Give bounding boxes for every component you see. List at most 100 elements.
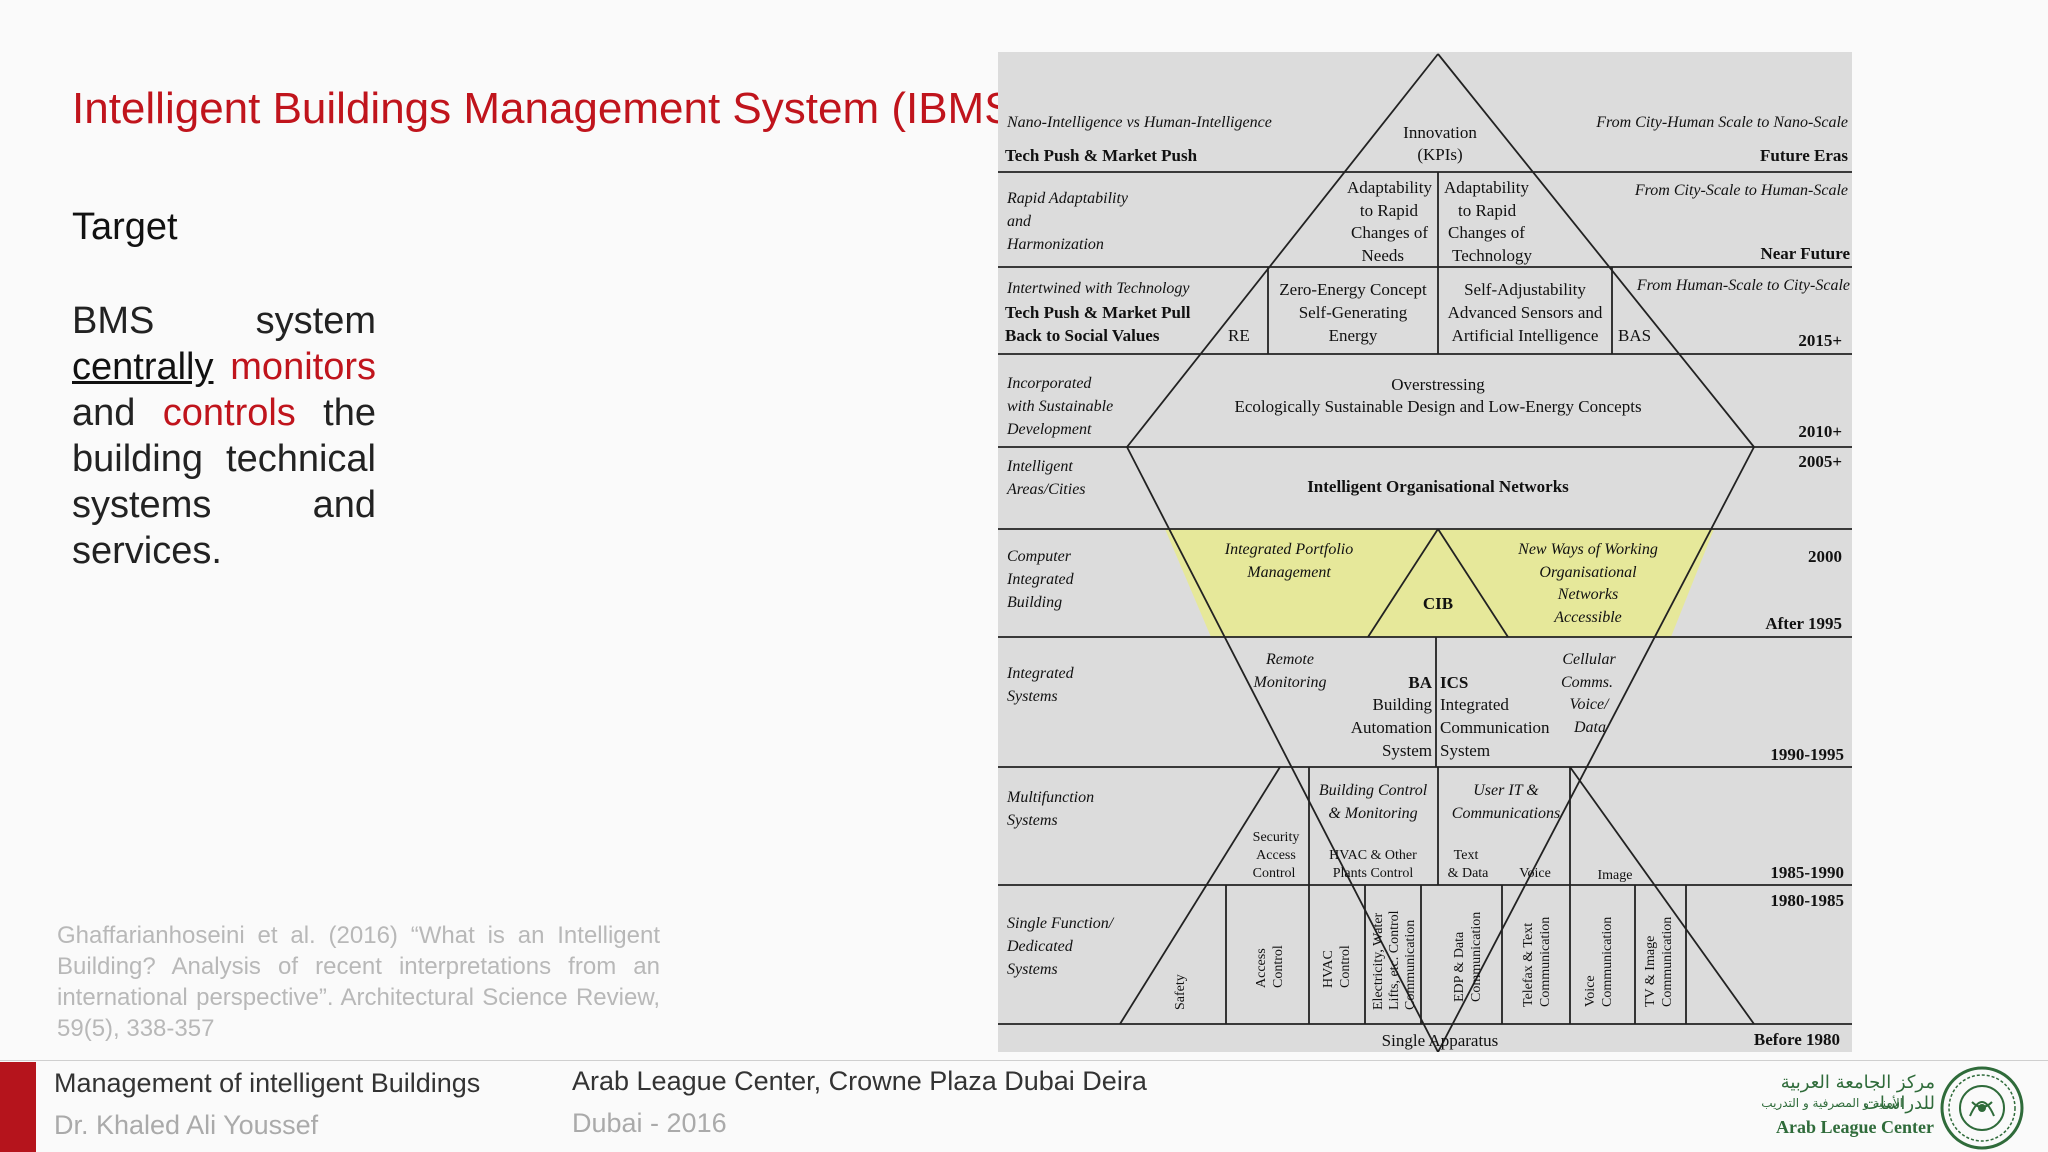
row6-right-bottom: After 1995 <box>1765 614 1842 633</box>
row8-left: Systems <box>1007 812 1058 829</box>
zero-energy-line: Self-Generating <box>1299 303 1408 322</box>
adapt-needs-line: Adaptability <box>1347 178 1432 197</box>
new-ways-line: Organisational <box>1539 564 1637 581</box>
ics-line: System <box>1440 741 1490 760</box>
single-apparatus: Single Apparatus <box>1382 1031 1499 1050</box>
security-line: Security <box>1253 830 1300 845</box>
ics-line: Communication <box>1440 718 1550 737</box>
cell-access-control: Access <box>1254 948 1269 988</box>
cell-hvac-control: HVAC <box>1321 950 1336 988</box>
row5-right-top: 2005+ <box>1798 452 1842 471</box>
zero-energy-line: Energy <box>1329 326 1378 345</box>
row4-right-bottom: 2010+ <box>1798 422 1842 441</box>
citation: Ghaffarianhoseini et al. (2016) “What is… <box>57 922 660 1042</box>
row3-right-top: From Human-Scale to City-Scale <box>1636 277 1850 294</box>
apex-innovation: Innovation <box>1403 123 1477 142</box>
ics-line: Integrated <box>1440 695 1509 714</box>
row4-left: Development <box>1006 421 1092 438</box>
remote-line: Monitoring <box>1253 674 1327 691</box>
row7-right-bottom: 1990-1995 <box>1770 745 1844 764</box>
row6-right-top: 2000 <box>1808 547 1842 566</box>
user-it-line: User IT & <box>1473 782 1539 799</box>
adapt-tech-line: Adaptability <box>1444 178 1529 197</box>
cell-electricity: Communication <box>1403 920 1418 1010</box>
row7-left: Systems <box>1007 688 1058 705</box>
logo-english-text: Arab League Center <box>1776 1117 1934 1137</box>
adapt-needs-line: to Rapid <box>1360 201 1419 220</box>
cell-voice-comm: Communication <box>1600 917 1615 1007</box>
portfolio-line: Integrated Portfolio <box>1224 541 1353 558</box>
arab-league-seal-icon <box>1940 1066 2024 1150</box>
cell-telefax: Communication <box>1538 917 1553 1007</box>
self-adjust-line: Artificial Intelligence <box>1452 326 1599 345</box>
row7-left: Integrated <box>1006 665 1075 682</box>
image-label: Image <box>1598 868 1633 883</box>
row9-left: Dedicated <box>1006 938 1074 955</box>
cellular-line: Data <box>1573 719 1606 736</box>
remote-line: Remote <box>1265 651 1314 668</box>
adapt-needs-line: Changes of <box>1351 223 1428 242</box>
security-line: Access <box>1256 848 1296 863</box>
row1-left-bottom: Tech Push & Market Push <box>1005 146 1198 165</box>
cell-safety: Safety <box>1173 974 1188 1010</box>
row5-left: Intelligent <box>1006 458 1073 475</box>
cell-tv-image: Communication <box>1660 917 1675 1007</box>
ba-line: Building <box>1372 695 1432 714</box>
footer-divider <box>0 1060 2048 1061</box>
cell-edp: Communication <box>1469 912 1484 1002</box>
bc-monitoring-line: Building Control <box>1319 782 1428 799</box>
bc-monitoring-line: & Monitoring <box>1328 805 1417 822</box>
ba-line: Automation <box>1351 718 1433 737</box>
body-monitors: monitors <box>230 346 376 388</box>
bas-label: BAS <box>1618 326 1651 345</box>
before-1980: Before 1980 <box>1754 1030 1840 1049</box>
row3-left-b2: Back to Social Values <box>1005 326 1160 345</box>
adapt-needs-line: Needs <box>1362 246 1404 265</box>
re-label: RE <box>1228 326 1250 345</box>
cell-telefax: Telefax & Text <box>1521 923 1536 1007</box>
footer-course: Management of intelligent Buildings <box>54 1068 481 1098</box>
row3-right-bottom: 2015+ <box>1798 331 1842 350</box>
zero-energy-line: Zero-Energy Concept <box>1279 280 1427 299</box>
body-centrally: centrally <box>72 346 214 388</box>
security-line: Control <box>1253 866 1296 881</box>
text-data-line: Text <box>1454 848 1479 863</box>
row4-left: with Sustainable <box>1007 398 1113 415</box>
portfolio-line: Management <box>1246 564 1331 581</box>
slide-subtitle: Target <box>72 206 178 248</box>
voice-label: Voice <box>1519 866 1551 881</box>
cellular-line: Comms. <box>1561 674 1613 691</box>
self-adjust-line: Self-Adjustability <box>1464 280 1586 299</box>
row3-left-top: Intertwined with Technology <box>1006 280 1190 297</box>
cell-edp: EDP & Data <box>1452 931 1467 1002</box>
adapt-tech-line: Changes of <box>1448 223 1525 242</box>
new-ways-line: Networks <box>1557 586 1618 603</box>
row6-left: Integrated <box>1006 571 1075 588</box>
cell-tv-image: TV & Image <box>1643 936 1658 1007</box>
cib-label: CIB <box>1423 594 1453 613</box>
footer-venue: Arab League Center, Crowne Plaza Dubai D… <box>572 1066 1147 1096</box>
cell-hvac-control: Control <box>1338 945 1353 988</box>
cell-access-control: Control <box>1271 945 1286 988</box>
logo-arabic-subtext: الأمنية و المصرفية و التدريب <box>1761 1096 1903 1110</box>
row2-left: Rapid Adaptability <box>1006 190 1129 207</box>
footer-place: Dubai - 2016 <box>572 1108 727 1138</box>
new-ways-line: New Ways of Working <box>1517 541 1658 558</box>
row3-left-b1: Tech Push & Market Pull <box>1005 303 1191 322</box>
hvac-other-line: HVAC & Other <box>1329 848 1417 863</box>
networks-label: Intelligent Organisational Networks <box>1307 477 1569 496</box>
cell-electricity: Lifts, etc. Control <box>1387 910 1402 1010</box>
body-controls: controls <box>162 392 296 434</box>
row4-left: Incorporated <box>1006 375 1092 392</box>
text-data-line: & Data <box>1448 866 1490 881</box>
row9-left: Systems <box>1007 961 1058 978</box>
ibms-evolution-diagram: Nano-Intelligence vs Human-Intelligence … <box>998 52 1852 1052</box>
cell-voice-comm: Voice <box>1583 975 1598 1007</box>
row2-left: and <box>1007 213 1032 230</box>
slide-title: Intelligent Buildings Management System … <box>72 84 1029 133</box>
cellular-line: Cellular <box>1562 651 1616 668</box>
row8-right-bottom: 1985-1990 <box>1770 863 1844 882</box>
apex-kpis: (KPIs) <box>1417 145 1462 164</box>
adapt-tech-line: Technology <box>1452 246 1533 265</box>
row6-left: Building <box>1007 594 1062 611</box>
